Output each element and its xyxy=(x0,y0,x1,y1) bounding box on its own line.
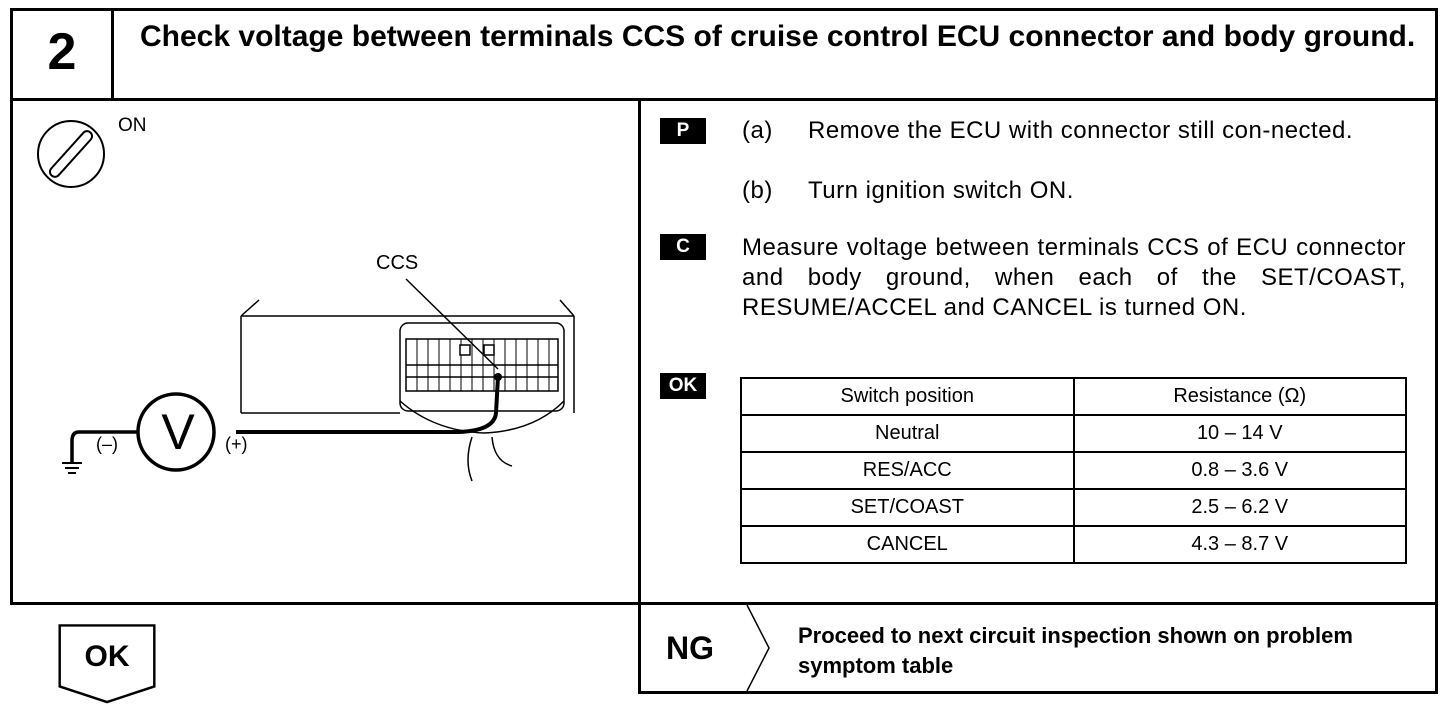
step-b-text: Turn ignition switch ON. xyxy=(808,177,1074,204)
table-cell: 2.5 – 6.2 V xyxy=(1072,488,1407,527)
body-bottom xyxy=(10,602,1438,605)
ng-box-bottom xyxy=(638,691,1438,694)
table-cell: CANCEL xyxy=(740,525,1075,564)
ok-arrow-box xyxy=(58,624,156,704)
ng-box-right xyxy=(1435,602,1438,694)
step-number-divider xyxy=(111,8,114,98)
check-badge: C xyxy=(660,234,706,260)
step-a-label: (a) xyxy=(742,117,773,144)
ok-result-label: OK xyxy=(84,640,130,673)
frame-left xyxy=(10,8,13,604)
ecu-voltage-diagram xyxy=(37,120,575,482)
step-b-label: (b) xyxy=(742,177,773,204)
table-cell: RES/ACC xyxy=(740,451,1075,490)
ecu-connector xyxy=(399,322,565,434)
ground-symbol-icon xyxy=(62,462,82,474)
voltage-spec-table: Switch position Resistance (Ω) Neutral 1… xyxy=(740,377,1407,564)
ok-spec-badge: OK xyxy=(660,373,706,399)
prepare-badge: P xyxy=(660,118,706,144)
frame-top xyxy=(10,8,1438,11)
table-cell: 0.8 – 3.6 V xyxy=(1072,451,1407,490)
column-header: Switch position xyxy=(740,377,1075,416)
header-divider xyxy=(10,98,1438,101)
ng-result-label: NG xyxy=(666,630,714,666)
step-number: 2 xyxy=(47,23,77,81)
ng-arrow-divider xyxy=(746,604,770,692)
table-row: SET/COAST 2.5 – 6.2 V xyxy=(740,488,1407,527)
table-row: RES/ACC 0.8 – 3.6 V xyxy=(740,451,1407,490)
positive-terminal-label: (+) xyxy=(225,434,248,454)
table-cell: Neutral xyxy=(740,414,1075,453)
voltmeter-symbol: V xyxy=(161,404,195,460)
frame-right xyxy=(1435,8,1438,604)
ccs-leader-line xyxy=(405,278,499,370)
ccs-terminal-label: CCS xyxy=(376,252,419,274)
table-row: CANCEL 4.3 – 8.7 V xyxy=(740,525,1407,564)
table-cell: 4.3 – 8.7 V xyxy=(1072,525,1407,564)
step-title: Check voltage between terminals CCS of c… xyxy=(140,20,1416,53)
ground-lead xyxy=(70,430,138,463)
table-cell: SET/COAST xyxy=(740,488,1075,527)
ignition-key-icon xyxy=(37,120,105,188)
probe-lead xyxy=(236,376,500,434)
measure-instruction: Measure voltage between terminals CCS of… xyxy=(742,234,1406,321)
ignition-on-label: ON xyxy=(118,115,147,136)
table-header-row: Switch position Resistance (Ω) xyxy=(740,377,1407,416)
column-divider xyxy=(638,98,641,694)
negative-terminal-label: (–) xyxy=(96,434,118,454)
ng-instruction: Proceed to next circuit inspection shown… xyxy=(798,623,1353,678)
step-a-text: Remove the ECU with connector still con-… xyxy=(808,117,1354,144)
wire-harness xyxy=(467,436,513,482)
table-row: Neutral 10 – 14 V xyxy=(740,414,1407,453)
ecu-unit-drawing xyxy=(240,299,575,414)
table-cell: 10 – 14 V xyxy=(1072,414,1407,453)
column-header: Resistance (Ω) xyxy=(1072,377,1407,416)
